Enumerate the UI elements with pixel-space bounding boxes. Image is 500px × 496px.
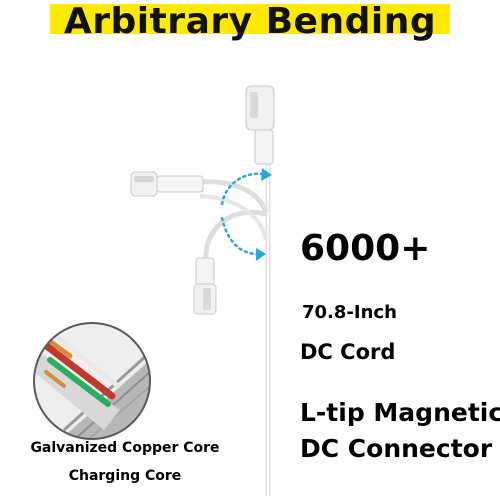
bent-cable-lower [203,210,267,263]
bend-arrow-icon [220,168,272,261]
connector-label-line1: L-tip Magnetic [300,398,500,427]
page-title: Arbitrary Bending [63,1,437,42]
bend-count: 6000+ [300,228,431,269]
top-connector [245,85,275,165]
core-label-line1: Galvanized Copper Core [30,440,220,456]
left-connector [130,171,204,197]
cable-core-inset [33,322,151,440]
cord-type: DC Cord [300,340,396,364]
bent-cable-left [199,179,269,213]
core-label-line2: Charging Core [68,468,182,484]
lower-connector [193,257,217,315]
cord-length: 70.8-Inch [302,302,397,323]
title-highlight-band [50,4,450,34]
connector-label-line2: DC Connector [300,434,493,463]
